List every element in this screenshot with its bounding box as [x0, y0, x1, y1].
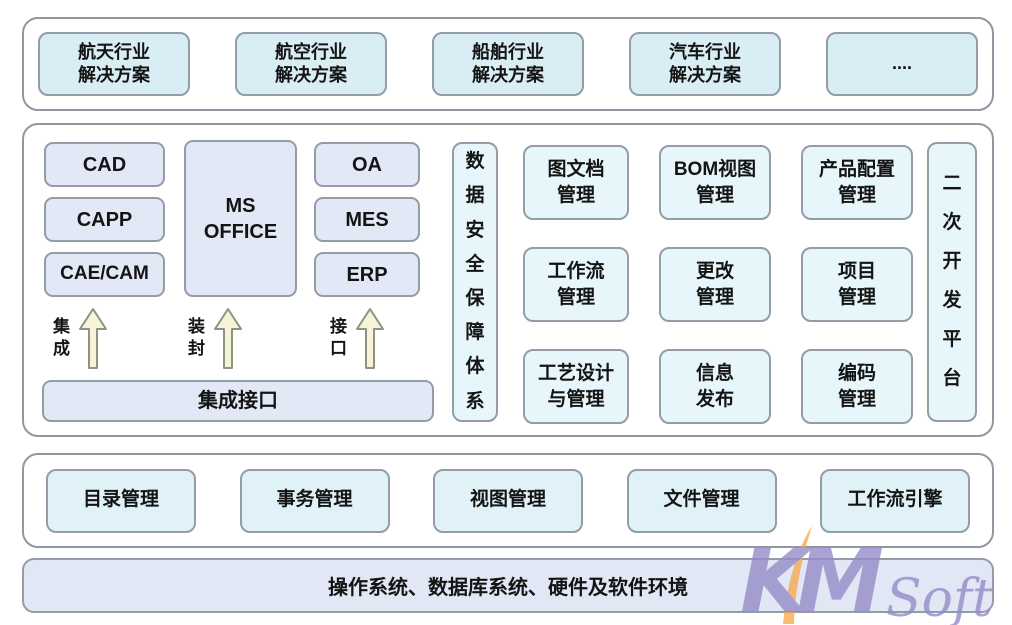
dev-platform-vertical-bar: 二次开发平台 — [927, 142, 977, 422]
up-arrow-icon — [356, 308, 384, 369]
arrow-group-integration: 集成 — [52, 306, 110, 370]
modules-grid: 图文档 管理 BOM视图 管理 产品配置 管理 工作流 管理 更改 管理 项目 … — [523, 145, 913, 424]
foundation-label: 操作系统、数据库系统、硬件及软件环境 — [328, 577, 688, 599]
service-box-catalog-mgmt: 目录管理 — [46, 468, 196, 533]
module-box-bom-view-mgmt: BOM视图 管理 — [659, 145, 771, 220]
service-box-file-mgmt: 文件管理 — [626, 468, 777, 533]
module-box-workflow-mgmt: 工作流 管理 — [523, 247, 629, 322]
app-box-erp: ERP — [314, 252, 420, 297]
module-box-info-publish: 信息 发布 — [659, 349, 771, 424]
solution-box-more: .... — [826, 32, 978, 96]
foundation-bar: 操作系统、数据库系统、硬件及软件环境 — [22, 558, 994, 613]
solutions-row-container: 航天行业 解决方案 航空行业 解决方案 船舶行业 解决方案 汽车行业 解决方案 … — [22, 17, 994, 111]
solution-box-automotive: 汽车行业 解决方案 — [629, 32, 781, 96]
module-box-product-config-mgmt: 产品配置 管理 — [801, 145, 913, 220]
integration-bus-bar: 集成接口 — [42, 380, 434, 422]
arrow-label-interface: 接口 — [330, 316, 347, 358]
arrow-label-integration: 集成 — [53, 316, 70, 358]
arrow-group-interface: 接口 — [329, 306, 387, 370]
solution-box-aerospace: 航天行业 解决方案 — [38, 32, 190, 96]
module-box-coding-mgmt: 编码 管理 — [801, 349, 913, 424]
app-box-mes: MES — [314, 197, 420, 242]
security-vertical-label: 数据安全保障体系 — [465, 151, 485, 412]
dev-platform-vertical-label: 二次开发平台 — [942, 173, 962, 389]
solution-box-shipbuilding: 船舶行业 解决方案 — [432, 32, 584, 96]
service-box-workflow-engine: 工作流引擎 — [820, 468, 970, 533]
services-row-container: 目录管理 事务管理 视图管理 文件管理 工作流引擎 — [22, 453, 994, 548]
app-box-ms-office: MS OFFICE — [184, 140, 297, 297]
app-box-capp: CAPP — [44, 197, 165, 242]
arrow-group-packaging: 装封 — [187, 306, 245, 370]
app-box-oa: OA — [314, 142, 420, 187]
security-vertical-bar: 数据安全保障体系 — [452, 142, 498, 422]
solution-box-aviation: 航空行业 解决方案 — [235, 32, 387, 96]
module-box-change-mgmt: 更改 管理 — [659, 247, 771, 322]
service-box-view-mgmt: 视图管理 — [433, 468, 583, 533]
module-box-process-design-mgmt: 工艺设计 与管理 — [523, 349, 629, 424]
module-box-project-mgmt: 项目 管理 — [801, 247, 913, 322]
app-box-cae-cam: CAE/CAM — [44, 252, 165, 297]
app-box-cad: CAD — [44, 142, 165, 187]
arrow-label-packaging: 装封 — [188, 316, 205, 358]
service-box-transaction-mgmt: 事务管理 — [239, 468, 390, 533]
platform-container: CAD CAPP CAE/CAM MS OFFICE OA MES ERP 集成… — [22, 123, 994, 437]
module-box-document-mgmt: 图文档 管理 — [523, 145, 629, 220]
up-arrow-icon — [214, 308, 242, 369]
up-arrow-icon — [79, 308, 107, 369]
